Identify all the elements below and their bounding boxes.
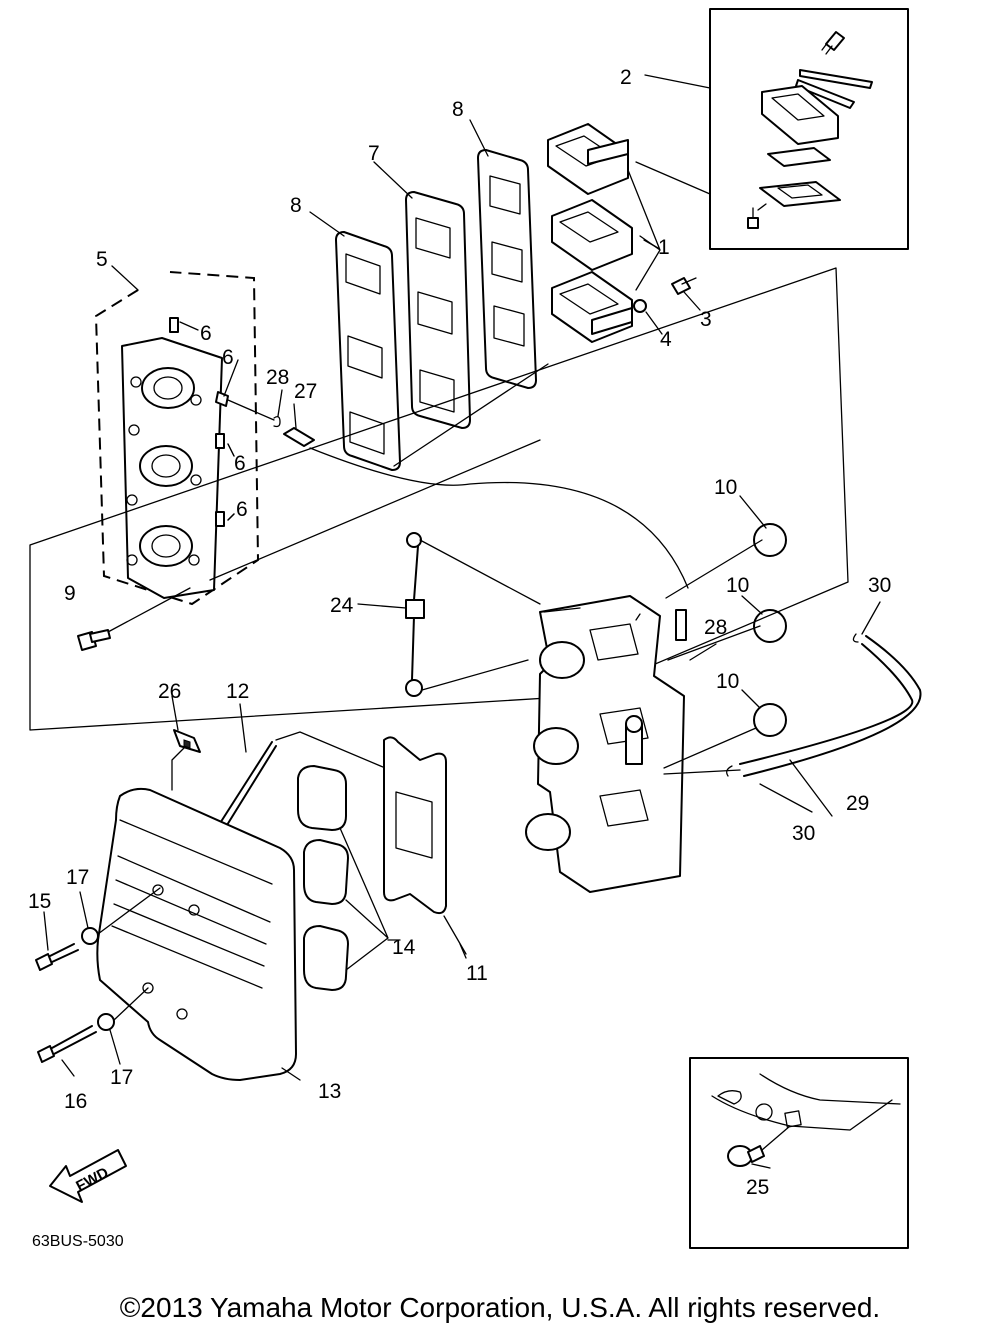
manifold-leader (209, 439, 541, 581)
callout-6-a: 6 (200, 322, 212, 345)
reed-valve-detail-inset (709, 8, 909, 250)
cover-bolt-16 (37, 1025, 97, 1063)
manifold-mount-bolt (77, 587, 191, 651)
gasket-leader (393, 363, 549, 467)
carb-joint-pipe (675, 609, 687, 641)
callout-15: 15 (28, 890, 51, 913)
callout-6-b: 6 (222, 346, 234, 369)
carburetor-assembly (525, 595, 687, 893)
callout-9: 9 (64, 582, 76, 605)
callout-5: 5 (96, 248, 108, 271)
callout-8-b: 8 (290, 194, 302, 217)
callout-10-b: 10 (726, 574, 749, 597)
bracket (171, 729, 201, 791)
intake-plate-7 (405, 191, 471, 429)
bolt-15-leader (97, 887, 161, 935)
callout-11: 11 (466, 962, 488, 985)
callout-14: 14 (392, 936, 416, 959)
manifold-group-outline (94, 271, 260, 606)
callout-28-b: 28 (704, 616, 727, 639)
callout-2: 2 (620, 66, 632, 89)
callout-1: 1 (658, 236, 670, 259)
inset-leader-line (635, 161, 711, 195)
callout-29: 29 (846, 792, 869, 815)
callout-3: 3 (700, 308, 712, 331)
callout-17-a: 17 (66, 866, 89, 889)
silencer-cover (96, 787, 297, 1081)
forward-direction-arrow: FWD (49, 1149, 127, 1203)
callout-12: 12 (226, 680, 249, 703)
o-rings (663, 523, 787, 769)
pipe-routing-line (309, 447, 689, 589)
callout-27: 27 (294, 380, 317, 403)
joint-pipe (283, 427, 315, 447)
callout-24: 24 (330, 594, 354, 617)
callout-labels: 2 1 3 4 5 6 6 6 6 7 8 8 9 10 10 10 11 12… (28, 66, 891, 1199)
washer-17-lower (97, 1013, 115, 1031)
callout-10-a: 10 (714, 476, 737, 499)
assembly-group-frame (29, 267, 849, 731)
callout-6-c: 6 (234, 452, 246, 475)
gasket-8-upper (477, 149, 537, 389)
callout-7: 7 (368, 142, 380, 165)
link-rod (405, 532, 541, 697)
drain-plug-inset (689, 1057, 909, 1249)
copyright-notice: ©2013 Yamaha Motor Corporation, U.S.A. A… (119, 1292, 881, 1323)
callout-6-d: 6 (236, 498, 248, 521)
callout-26: 26 (158, 680, 181, 703)
callout-16: 16 (64, 1090, 87, 1113)
callout-13: 13 (318, 1080, 341, 1103)
gasket-8-lower (335, 231, 401, 471)
callout-leaders (43, 119, 881, 1169)
washer-17-upper (81, 927, 99, 945)
fuel-hose (663, 633, 922, 777)
seals (297, 765, 389, 991)
callout-2-leader (644, 74, 711, 89)
intake-manifold (121, 337, 223, 599)
callout-30-a: 30 (868, 574, 891, 597)
clip (273, 416, 281, 428)
drawing-code: 63BUS-5030 (32, 1233, 124, 1250)
reed-valve-screw (671, 277, 697, 295)
callout-30-b: 30 (792, 822, 815, 845)
callout-10-c: 10 (716, 670, 739, 693)
callout-17-b: 17 (110, 1066, 133, 1089)
callout-25: 25 (746, 1176, 769, 1199)
silencer-gasket (383, 736, 467, 955)
cover-bolt-15 (35, 943, 79, 971)
bolt-16-leader (113, 987, 149, 1021)
reed-valve-assembly (547, 123, 661, 343)
washer (633, 299, 647, 313)
callout-8-a: 8 (452, 98, 464, 121)
callout-4: 4 (660, 328, 672, 351)
callout-28-a: 28 (266, 366, 289, 389)
